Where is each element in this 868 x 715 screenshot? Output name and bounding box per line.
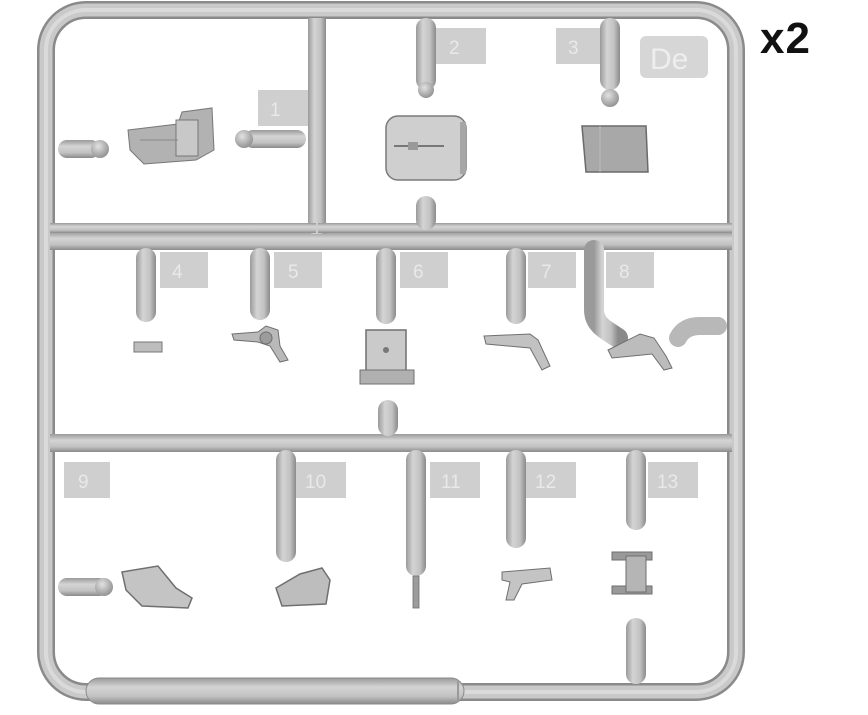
tag-13: 13 (648, 462, 698, 498)
svg-text:2: 2 (449, 38, 460, 59)
svg-text:7: 7 (541, 262, 552, 283)
svg-text:8: 8 (619, 262, 630, 283)
svg-text:12: 12 (535, 472, 556, 493)
quantity-label: x2 (760, 14, 811, 63)
svg-text:De: De (650, 43, 688, 76)
part-10-holster (275, 567, 331, 607)
part-2-ammo-box (385, 115, 467, 181)
svg-text:13: 13 (657, 472, 678, 493)
part-number-tags: 1 2 3 De 4 5 6 7 8 9 10 11 12 13 (64, 28, 708, 498)
internal-runners (50, 18, 732, 452)
feed-gates (58, 18, 727, 684)
tag-10: 10 (296, 462, 346, 498)
tag-6: 6 (400, 252, 448, 288)
part-12-automatic-pistol (501, 567, 553, 601)
part-7-flare-pistol (483, 333, 551, 371)
tag-8: 8 (606, 252, 654, 288)
part-11-rod (412, 575, 420, 609)
tag-11: 11 (430, 462, 480, 498)
part-5-revolver (231, 325, 289, 363)
part-3-armor-plate (581, 125, 649, 173)
tag-1: 1 (258, 90, 308, 126)
tag-12: 12 (526, 462, 576, 498)
tag-4: 4 (160, 252, 208, 288)
sprue-code-tag: De (640, 36, 708, 78)
tag-5: 5 (274, 252, 322, 288)
part-9-holster (121, 565, 193, 609)
part-1-machine-gun-receiver (127, 107, 215, 165)
tag-2: 2 (432, 28, 486, 64)
part-6-pouch (359, 329, 415, 385)
tag-3: 3 (556, 28, 606, 64)
tag-9: 9 (64, 462, 110, 498)
tag-7: 7 (528, 252, 576, 288)
part-13-bracket (611, 551, 653, 595)
part-8-pistol (607, 333, 673, 371)
svg-text:4: 4 (172, 262, 183, 283)
svg-text:6: 6 (413, 262, 424, 283)
svg-text:11: 11 (441, 472, 461, 493)
svg-text:9: 9 (78, 472, 89, 493)
svg-text:5: 5 (288, 262, 299, 283)
svg-text:1: 1 (270, 100, 281, 121)
svg-text:3: 3 (568, 38, 579, 59)
part-4-small-clip (133, 341, 163, 353)
svg-text:10: 10 (305, 472, 326, 493)
outer-frame (37, 1, 745, 705)
